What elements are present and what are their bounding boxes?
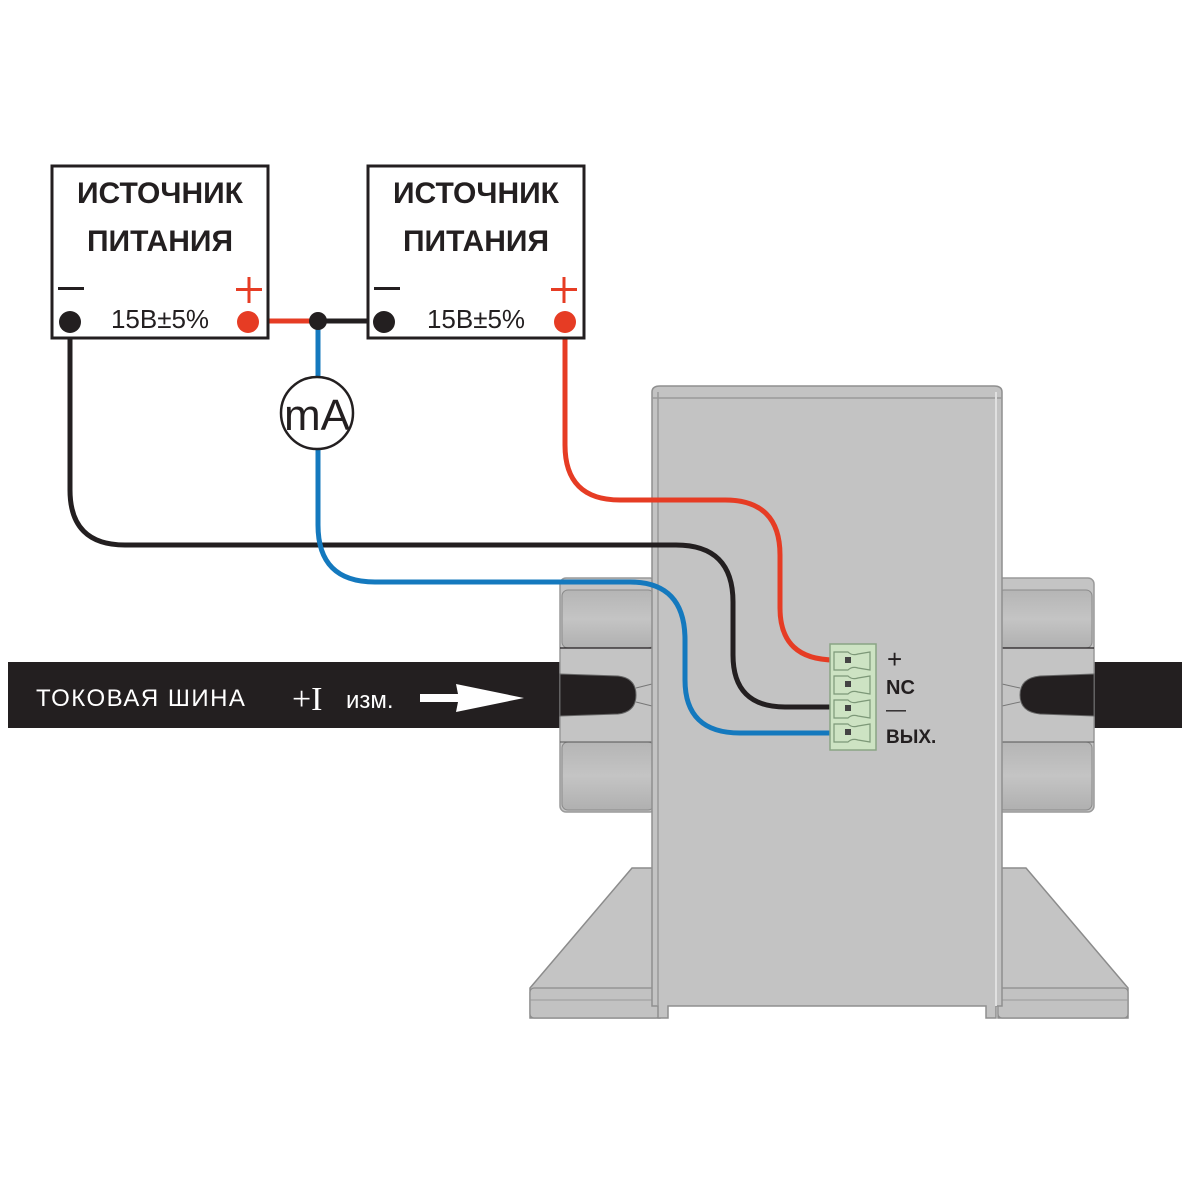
ps1-title-line1: ИСТОЧНИК — [77, 177, 244, 210]
busbar-right — [1092, 662, 1182, 728]
pin-label-plus: + — [887, 644, 902, 674]
pin-nc[interactable] — [845, 681, 851, 687]
ps2-title-line2: ПИТАНИЯ — [403, 225, 549, 258]
terminal-connector — [829, 643, 877, 751]
power-supply-1: ИСТОЧНИК ПИТАНИЯ 15В±5% — [50, 164, 270, 340]
ps2-title-line1: ИСТОЧНИК — [393, 177, 560, 210]
meter-label: mA — [284, 391, 351, 440]
mounting-foot-right — [997, 867, 1129, 1019]
ps2-plus-icon — [551, 277, 577, 303]
busbar-label: ТОКОВАЯ ШИНА — [36, 685, 246, 712]
pin-label-minus: — — [886, 699, 906, 721]
pin-label-out: ВЫХ. — [886, 727, 936, 748]
wire-red — [562, 322, 846, 663]
current-arrow — [420, 684, 524, 712]
ps1-title-line2: ПИТАНИЯ — [87, 225, 233, 258]
junction-node — [309, 312, 327, 330]
sensor-body — [651, 385, 1003, 1019]
current-suffix: изм. — [346, 687, 394, 714]
mounting-foot-left — [529, 867, 661, 1019]
current-sign: +I — [292, 681, 323, 718]
ps1-voltage: 15В±5% — [111, 304, 209, 334]
pin-plus[interactable] — [845, 657, 851, 663]
power-supply-2: ИСТОЧНИК ПИТАНИЯ 15В±5% — [366, 164, 586, 340]
ps2-minus-icon — [374, 287, 400, 290]
right-core-housing — [995, 577, 1095, 813]
ps2-minus-terminal[interactable] — [373, 311, 395, 333]
ps2-voltage: 15В±5% — [427, 304, 525, 334]
pin-label-nc: NC — [886, 677, 915, 699]
left-core-housing — [559, 577, 657, 813]
pin-minus[interactable] — [845, 705, 851, 711]
ps1-minus-terminal[interactable] — [59, 311, 81, 333]
pin-out[interactable] — [845, 729, 851, 735]
wire-blue — [315, 322, 846, 736]
ps1-plus-icon — [236, 277, 262, 303]
ps2-plus-terminal[interactable] — [554, 311, 576, 333]
milliammeter-icon: mA — [279, 375, 355, 451]
ps1-minus-icon — [58, 287, 84, 290]
ps1-plus-terminal[interactable] — [237, 311, 259, 333]
wire-black — [67, 322, 846, 710]
